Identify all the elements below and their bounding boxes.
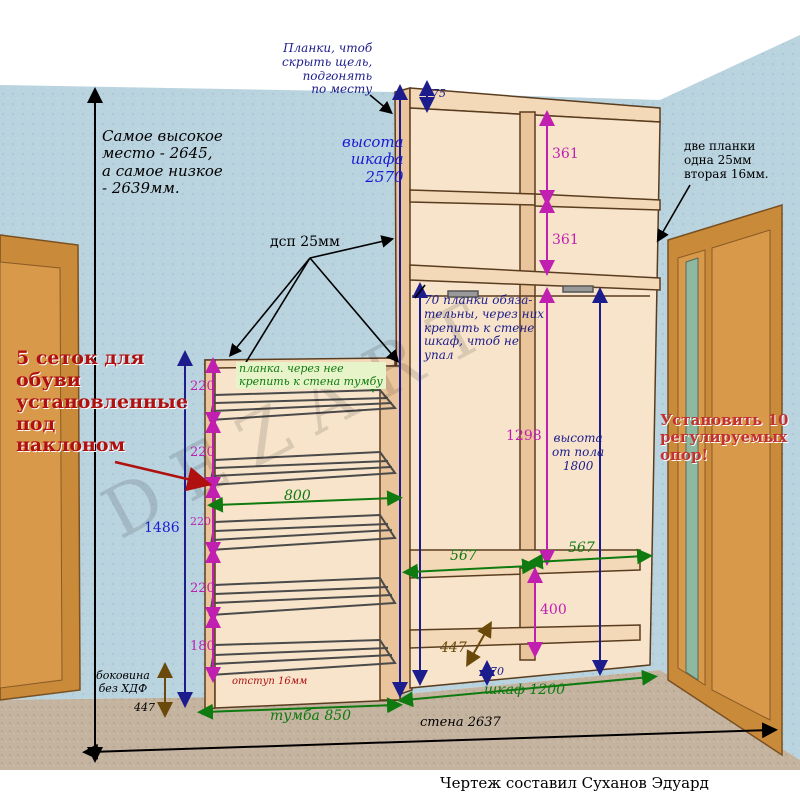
dim-180: 180 xyxy=(190,639,215,654)
dim-361-top: 361 xyxy=(552,146,579,162)
pointer-lines xyxy=(114,94,691,492)
dim-800: 800 xyxy=(284,488,311,504)
offset-note: отступ 16мм xyxy=(232,676,308,687)
wall-width-label: стена 2637 xyxy=(420,715,501,730)
dim-447-cabinet: 447 xyxy=(440,640,467,656)
shkaf-width-label: шкаф 1200 xyxy=(484,682,566,698)
dim-220-1: 220 xyxy=(190,379,215,394)
shoe-nets-note: 5 сеток для обуви установленные под накл… xyxy=(16,347,189,457)
dim-220-4: 220 xyxy=(190,581,215,596)
credit-line: Чертеж составил Суханов Эдуард xyxy=(440,774,709,792)
dim-1486: 1486 xyxy=(144,520,180,536)
cabinet-height-label: высота шкафа 2570 xyxy=(342,133,404,186)
plank-note: планка. через нее крепить к стена тумбу xyxy=(236,362,386,390)
dim-567-right: 567 xyxy=(568,540,595,556)
dsp-label: дсп 25мм xyxy=(270,234,340,250)
sidewall-note: боковина без ХДФ xyxy=(96,669,150,695)
dim-220-3: 220 xyxy=(190,515,211,528)
top-planks-note: Планки, чтоб скрыть щель, подгонять по м… xyxy=(282,41,373,97)
dim-447-tumba: 447 xyxy=(134,701,155,714)
right-door xyxy=(667,203,783,757)
dimension-lines xyxy=(82,80,778,763)
dim-220-2: 220 xyxy=(190,445,215,460)
right-planks-note: две планки одна 25мм вторая 16мм. xyxy=(684,139,769,181)
shoe-racks xyxy=(208,388,398,677)
dim-400: 400 xyxy=(540,602,567,618)
room-height-note: Самое высокое место - 2645, а самое низк… xyxy=(102,127,223,197)
dim-361-mid: 361 xyxy=(552,232,579,248)
dim-1298: 1298 xyxy=(506,428,542,444)
dim-567-left: 567 xyxy=(450,548,477,564)
height-from-floor-label: высота от пола 1800 xyxy=(552,431,605,473)
dim-75: 75 xyxy=(432,87,446,100)
dim-70: 70 xyxy=(490,665,504,678)
tumba-width-label: тумба 850 xyxy=(270,708,352,724)
planks-70-note: 70 планки обяза- тельны, через них крепи… xyxy=(424,293,545,363)
install-supports-note: Установить 10 регулируемых опор! xyxy=(660,411,789,464)
left-door xyxy=(0,234,81,701)
